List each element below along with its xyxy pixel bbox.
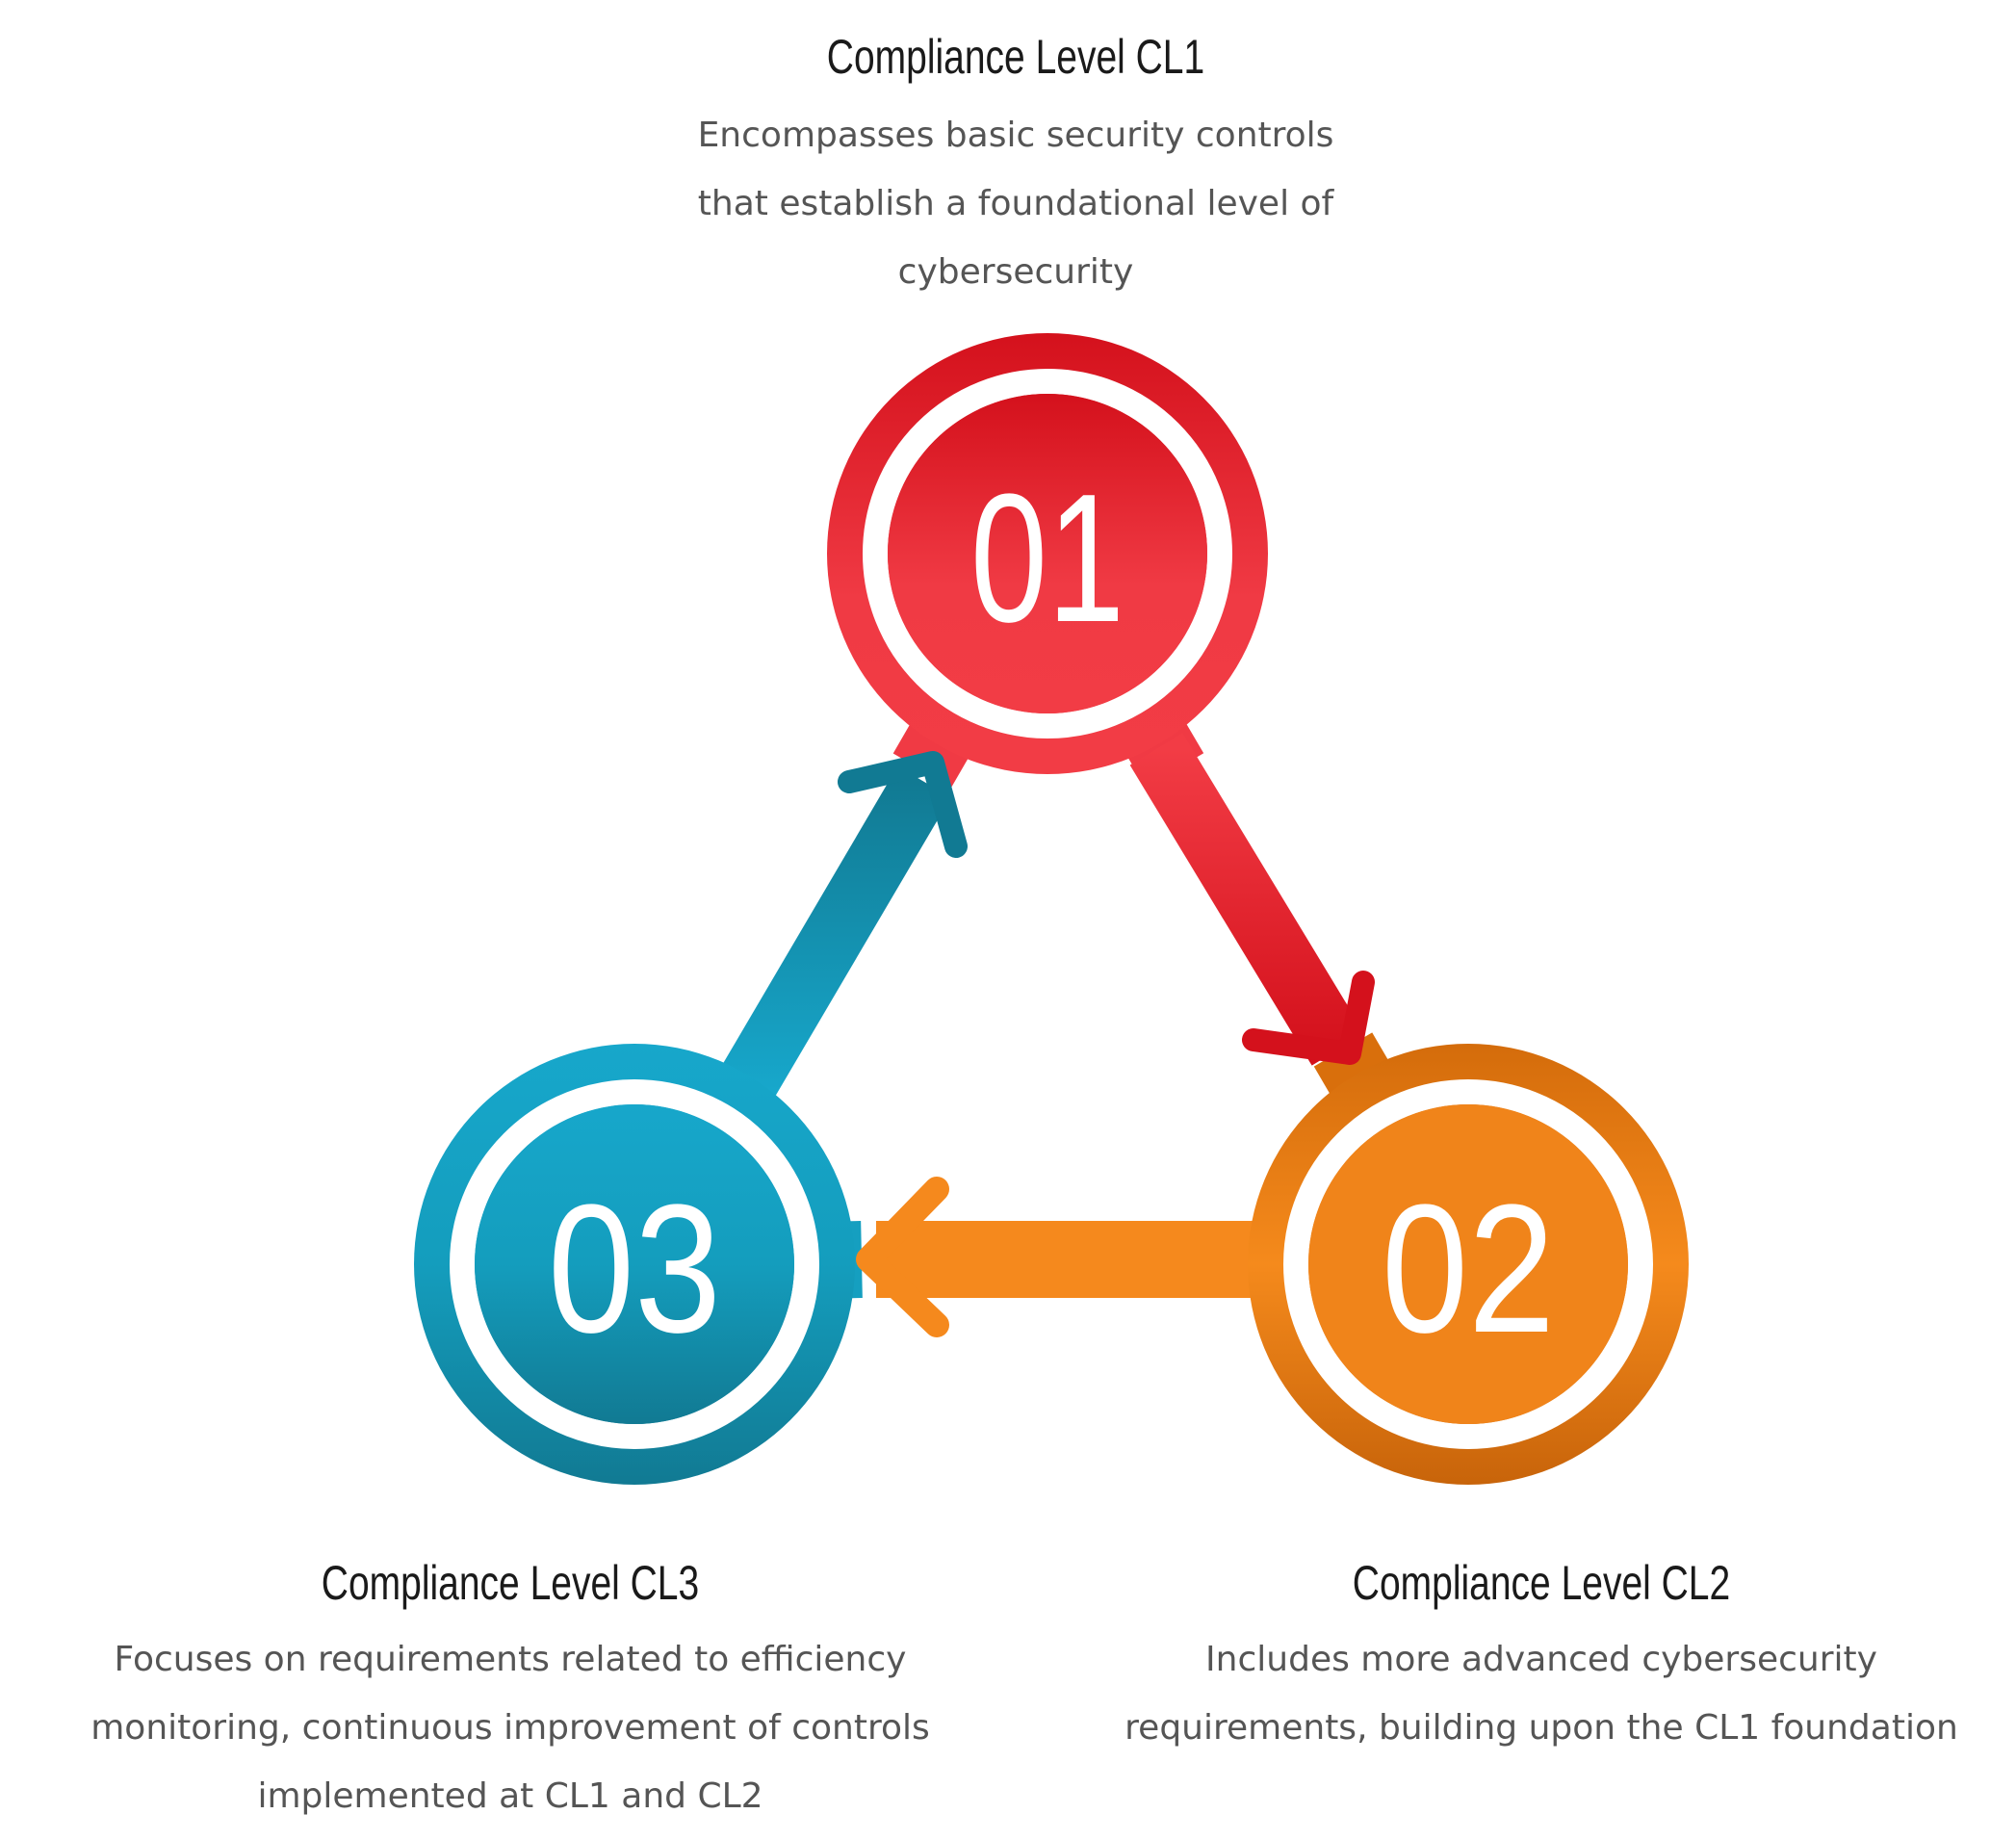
cl1-title: Compliance Level CL1	[826, 30, 1205, 84]
step-number: 02	[1382, 1167, 1555, 1371]
cl3-title: Compliance Level CL3	[321, 1556, 700, 1610]
step-circle-02: 02	[1248, 1044, 1689, 1485]
cl1-description: Encompasses basic security controls that…	[534, 101, 1497, 306]
desc-line: Focuses on requirements related to effic…	[114, 1640, 907, 1679]
desc-line: Encompasses basic security controls	[697, 116, 1334, 155]
desc-line: Includes more advanced cybersecurity	[1205, 1640, 1877, 1679]
desc-line: requirements, building upon the CL1 foun…	[1124, 1708, 1958, 1748]
desc-line: that establish a foundational level of	[697, 184, 1334, 223]
arrow-cl2-to-cl3	[856, 1177, 1261, 1337]
cl2-title: Compliance Level CL2	[1352, 1556, 1731, 1610]
desc-line: cybersecurity	[897, 252, 1134, 292]
desc-line: implemented at CL1 and CL2	[257, 1776, 763, 1816]
step-circle-01: 01	[827, 333, 1268, 774]
arrow-cl1-to-cl2	[1129, 733, 1375, 1066]
arrow-cl3-to-cl1	[716, 751, 968, 1106]
step-number: 03	[548, 1167, 721, 1371]
cl2-description: Includes more advanced cybersecurity req…	[1060, 1625, 2016, 1762]
step-number: 01	[970, 456, 1124, 661]
cl3-description: Focuses on requirements related to effic…	[29, 1625, 992, 1830]
step-circle-03: 03	[414, 1044, 855, 1485]
desc-line: monitoring, continuous improvement of co…	[90, 1708, 930, 1748]
